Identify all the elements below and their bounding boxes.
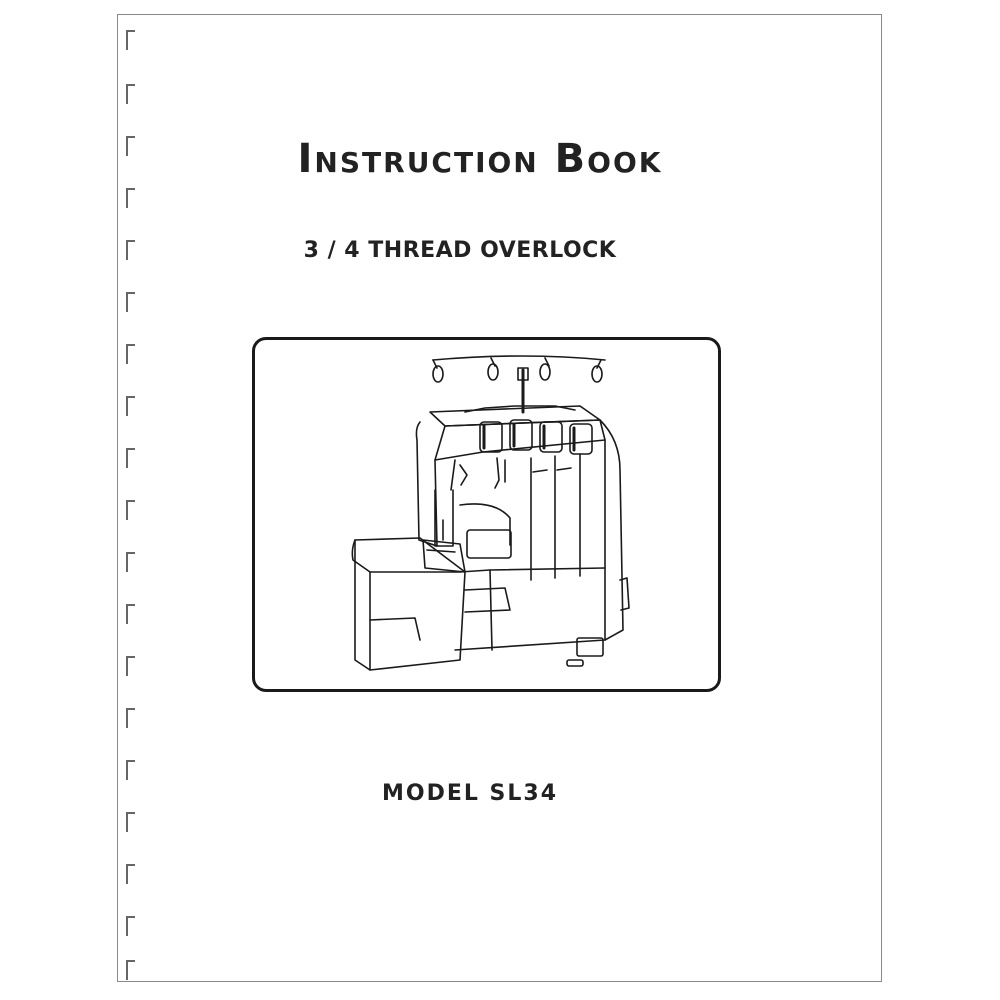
binding-ring (126, 500, 135, 520)
binding-ring (126, 136, 135, 156)
binding-ring (126, 604, 135, 624)
document-title: Instruction Book (297, 136, 663, 182)
binding-ring (126, 84, 135, 104)
illustration-frame (252, 337, 721, 692)
model-number: MODEL SL34 (381, 781, 559, 806)
binding-ring (126, 448, 135, 468)
binding-ring (126, 760, 135, 780)
overlock-machine-illustration (351, 355, 630, 671)
spiral-binding (126, 0, 140, 1000)
document-subtitle: 3 / 4 THREAD OVERLOCK (303, 238, 617, 263)
binding-ring (126, 960, 135, 980)
binding-ring (126, 708, 135, 728)
binding-ring (126, 30, 135, 50)
binding-ring (126, 552, 135, 572)
binding-ring (126, 812, 135, 832)
binding-ring (126, 396, 135, 416)
binding-ring (126, 344, 135, 364)
binding-ring (126, 656, 135, 676)
binding-ring (126, 292, 135, 312)
binding-ring (126, 240, 135, 260)
binding-ring (126, 916, 135, 936)
binding-ring (126, 188, 135, 208)
binding-ring (126, 864, 135, 884)
